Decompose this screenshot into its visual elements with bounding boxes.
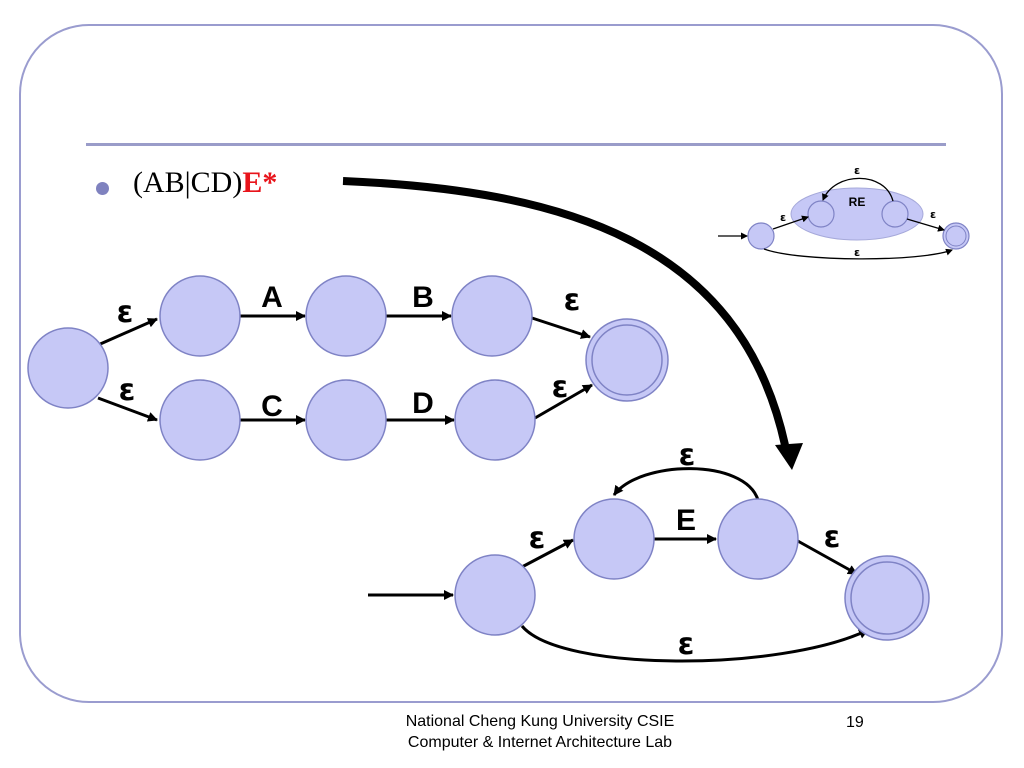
transition-label-c: C bbox=[261, 390, 283, 423]
transition-label-d: D bbox=[412, 387, 434, 420]
state-node bbox=[159, 275, 241, 357]
epsilon-label: ε bbox=[679, 438, 696, 473]
epsilon-label: ε bbox=[824, 520, 841, 555]
epsilon-label: ε bbox=[552, 370, 569, 405]
state-node bbox=[451, 275, 533, 357]
bullet-icon bbox=[96, 182, 109, 195]
epsilon-label: ε bbox=[119, 373, 136, 408]
state-node bbox=[305, 379, 387, 461]
page-number: 19 bbox=[846, 714, 864, 731]
state-node bbox=[159, 379, 241, 461]
transition-label-a: A bbox=[261, 281, 283, 314]
regex-prefix: (AB|CD) bbox=[133, 166, 243, 199]
footer: National Cheng Kung University CSIE Comp… bbox=[330, 711, 750, 753]
state-node bbox=[27, 327, 109, 409]
transition-label-e: E bbox=[676, 504, 696, 537]
epsilon-label: ε bbox=[117, 295, 134, 330]
re-template: RE ε ε ε ε bbox=[718, 164, 970, 260]
transform-arrow bbox=[342, 177, 803, 470]
bullet-text: (AB|CD)E* bbox=[133, 166, 277, 200]
epsilon-label: ε bbox=[678, 627, 695, 662]
epsilon-label: ε bbox=[854, 164, 860, 177]
state-node bbox=[454, 554, 536, 636]
epsilon-label: ε bbox=[529, 521, 546, 556]
epsilon-label: ε bbox=[780, 211, 786, 224]
state-node bbox=[305, 275, 387, 357]
epsilon-label: ε bbox=[564, 283, 581, 318]
regex-highlight: E* bbox=[242, 166, 278, 199]
nfa-e-star: ε ε ε ε E bbox=[368, 438, 930, 663]
state-node bbox=[717, 498, 799, 580]
transition-label-b: B bbox=[412, 281, 434, 314]
re-label: RE bbox=[849, 195, 866, 209]
state-node bbox=[454, 379, 536, 461]
accept-state-node bbox=[844, 555, 930, 641]
nfa-ab-cd: ε ε ε ε A B C D bbox=[27, 275, 669, 461]
footer-line-1: National Cheng Kung University CSIE bbox=[405, 713, 675, 730]
accept-state-node bbox=[585, 318, 669, 402]
epsilon-label: ε bbox=[930, 208, 936, 221]
epsilon-label: ε bbox=[854, 246, 860, 259]
slide-frame bbox=[19, 24, 1003, 703]
footer-line-2: Computer & Internet Architecture Lab bbox=[407, 734, 673, 751]
title-rule bbox=[86, 143, 946, 146]
state-node bbox=[573, 498, 655, 580]
